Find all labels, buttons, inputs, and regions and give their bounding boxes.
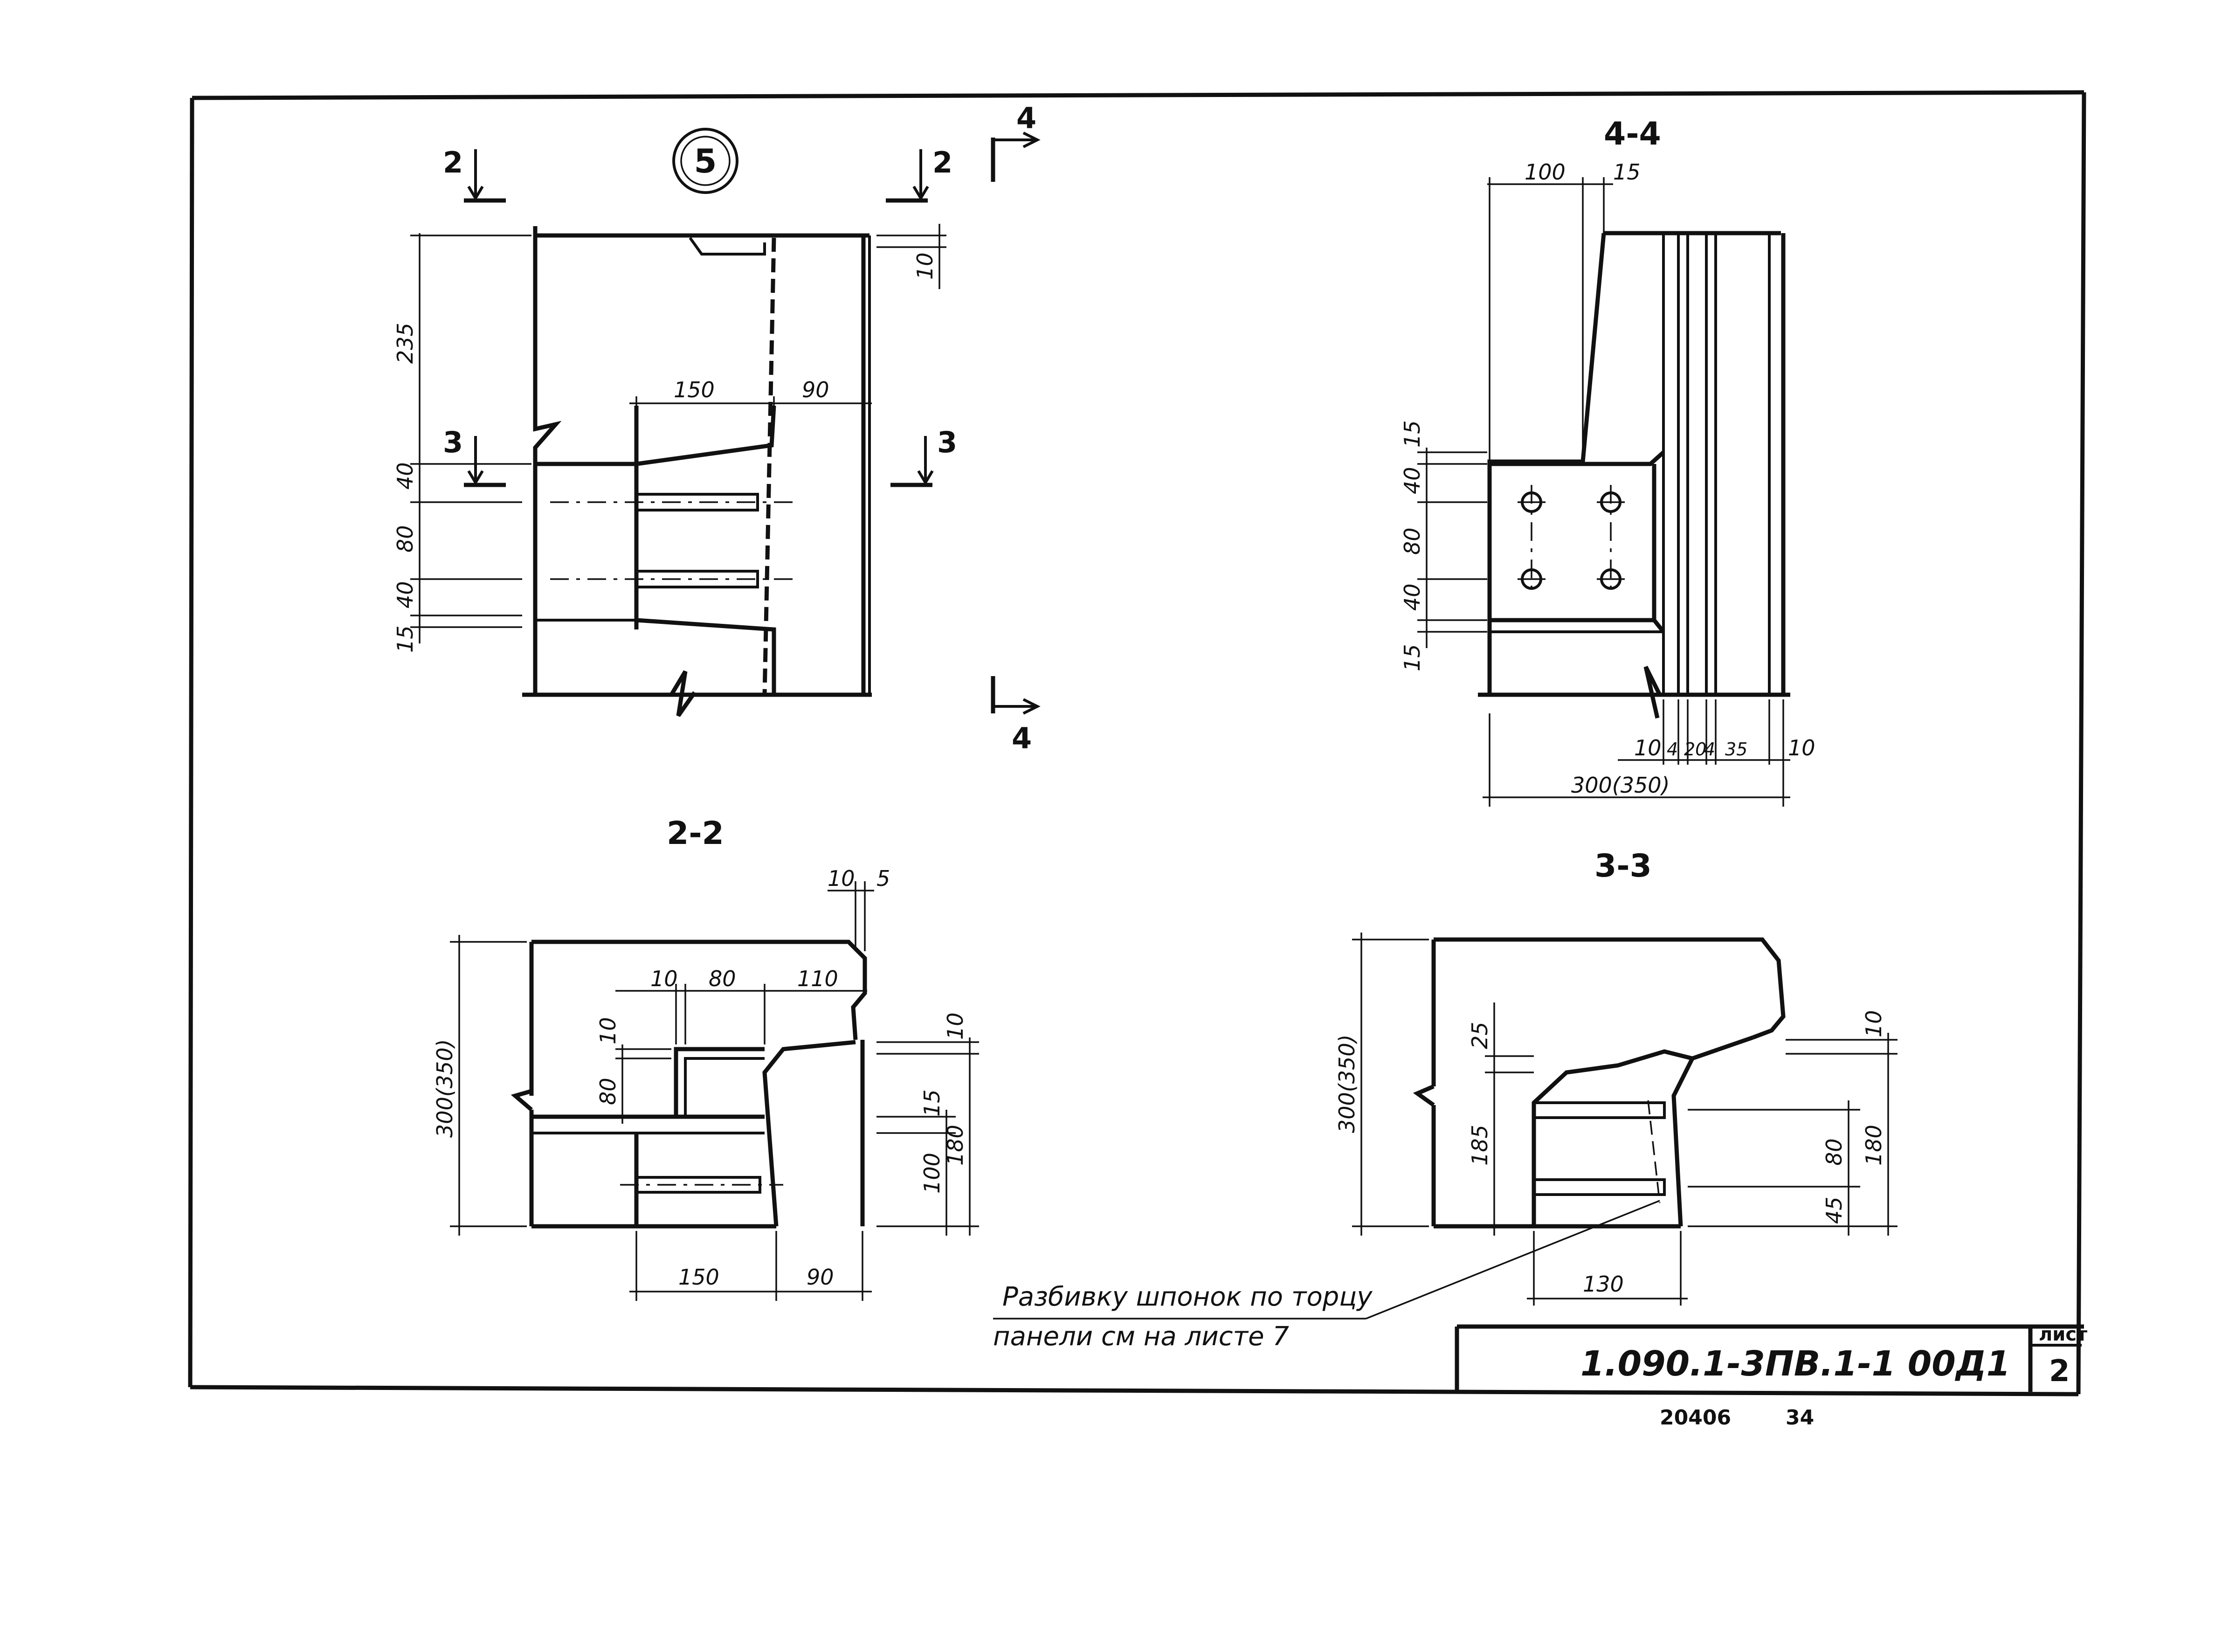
dim-180-33: 180 <box>1861 1125 1886 1166</box>
dim-90-top: 90 <box>802 377 829 402</box>
note: Разбивку шпонок по торцу панели см на ли… <box>993 1200 1660 1352</box>
section-title-4-4: 4-4 <box>1604 116 1661 152</box>
inventory-number: 20406 <box>1660 1406 1731 1430</box>
dim-90-22: 90 <box>807 1265 834 1290</box>
dim-40-a: 40 <box>393 462 418 490</box>
dim-80-44: 80 <box>1400 527 1425 555</box>
dim-5-22: 5 <box>876 866 890 891</box>
dim-4-44-b: 4 <box>1704 739 1715 760</box>
section-marker-4-top: 4 <box>1016 101 1036 135</box>
document-code: 1.090.1-3ПВ.1-1 00Д1 <box>1580 1344 2010 1384</box>
dim-10-22-left: 10 <box>595 1017 621 1044</box>
dim-130-33: 130 <box>1583 1272 1624 1297</box>
dim-40-44-b: 40 <box>1400 583 1425 611</box>
dim-40-b: 40 <box>393 581 418 608</box>
section-3-3: 3-3 300(350) 25 185 10 80 45 180 <box>1334 848 1898 1306</box>
dim-80-33: 80 <box>1822 1138 1847 1166</box>
dim-300-350-22: 300(350) <box>432 1039 457 1138</box>
dim-80-22-top: 80 <box>709 966 736 991</box>
dim-110-22: 110 <box>797 966 838 991</box>
dim-15-22: 15 <box>919 1089 945 1117</box>
dim-100-22: 100 <box>919 1153 945 1194</box>
dim-40-44-a: 40 <box>1400 467 1425 494</box>
dim-10-33: 10 <box>1861 1010 1886 1037</box>
callout-circle <box>672 128 738 194</box>
title-block: 1.090.1-3ПВ.1-1 00Д1 лист 2 <box>1455 1324 2088 1392</box>
section-marker-3-left: 3 <box>443 425 463 459</box>
section-marker-3-right: 3 <box>937 425 957 459</box>
sheet-number: 2 <box>2049 1354 2070 1389</box>
dim-150-top: 150 <box>674 377 715 402</box>
dim-10-top-right: 10 <box>912 252 938 280</box>
dim-185-33: 185 <box>1467 1125 1492 1166</box>
dim-4-44-a: 4 <box>1667 739 1678 760</box>
dim-150-22: 150 <box>678 1265 719 1290</box>
dim-15: 15 <box>393 625 418 653</box>
dim-235: 235 <box>393 323 418 364</box>
dim-15-44-b: 15 <box>1400 644 1425 671</box>
dim-45-33: 45 <box>1822 1196 1847 1224</box>
section-4-4: 4-4 100 15 <box>1400 116 1815 807</box>
dim-15-44-top: 15 <box>1613 159 1641 185</box>
sheet-label: лист <box>2039 1324 2088 1345</box>
sheet-frame <box>188 90 2086 1396</box>
dim-20-44: 20 <box>1684 739 1706 760</box>
dim-100-44: 100 <box>1525 159 1566 185</box>
note-line-2: панели см на листе 7 <box>993 1321 1289 1352</box>
dim-180-22: 180 <box>943 1125 968 1166</box>
dim-10-22-tr: 10 <box>828 866 855 891</box>
section-marker-4-bottom: 4 <box>1012 721 1032 755</box>
dim-80-22-left: 80 <box>595 1078 621 1105</box>
section-title-2-2: 2-2 <box>667 815 724 852</box>
section-marker-2-right: 2 <box>932 145 952 180</box>
bolt-holes <box>1518 485 1625 597</box>
dim-15-44-a: 15 <box>1400 420 1425 448</box>
section-marker-2-left: 2 <box>443 145 463 180</box>
callout-number: 5 <box>694 142 717 180</box>
dim-10-44-a: 10 <box>1634 735 1662 760</box>
note-line-1: Разбивку шпонок по торцу <box>1002 1282 1373 1312</box>
dim-10-44-b: 10 <box>1788 735 1815 760</box>
dim-10-22-right: 10 <box>943 1012 968 1040</box>
dim-80: 80 <box>393 525 418 553</box>
dim-25-33: 25 <box>1467 1022 1492 1049</box>
section-title-3-3: 3-3 <box>1594 848 1652 885</box>
dim-10-22-top: 10 <box>650 966 678 991</box>
page-number: 34 <box>1786 1406 1814 1430</box>
section-2-2: 2-2 10 80 110 10 5 300(350) <box>432 815 979 1301</box>
dim-300-350-33: 300(350) <box>1334 1035 1359 1134</box>
footer: 20406 34 <box>1660 1406 1814 1430</box>
view-5: 5 2 2 3 3 4 4 <box>393 101 1041 755</box>
dim-300-350-44: 300(350) <box>1571 773 1670 798</box>
dim-35-44: 35 <box>1725 739 1747 760</box>
